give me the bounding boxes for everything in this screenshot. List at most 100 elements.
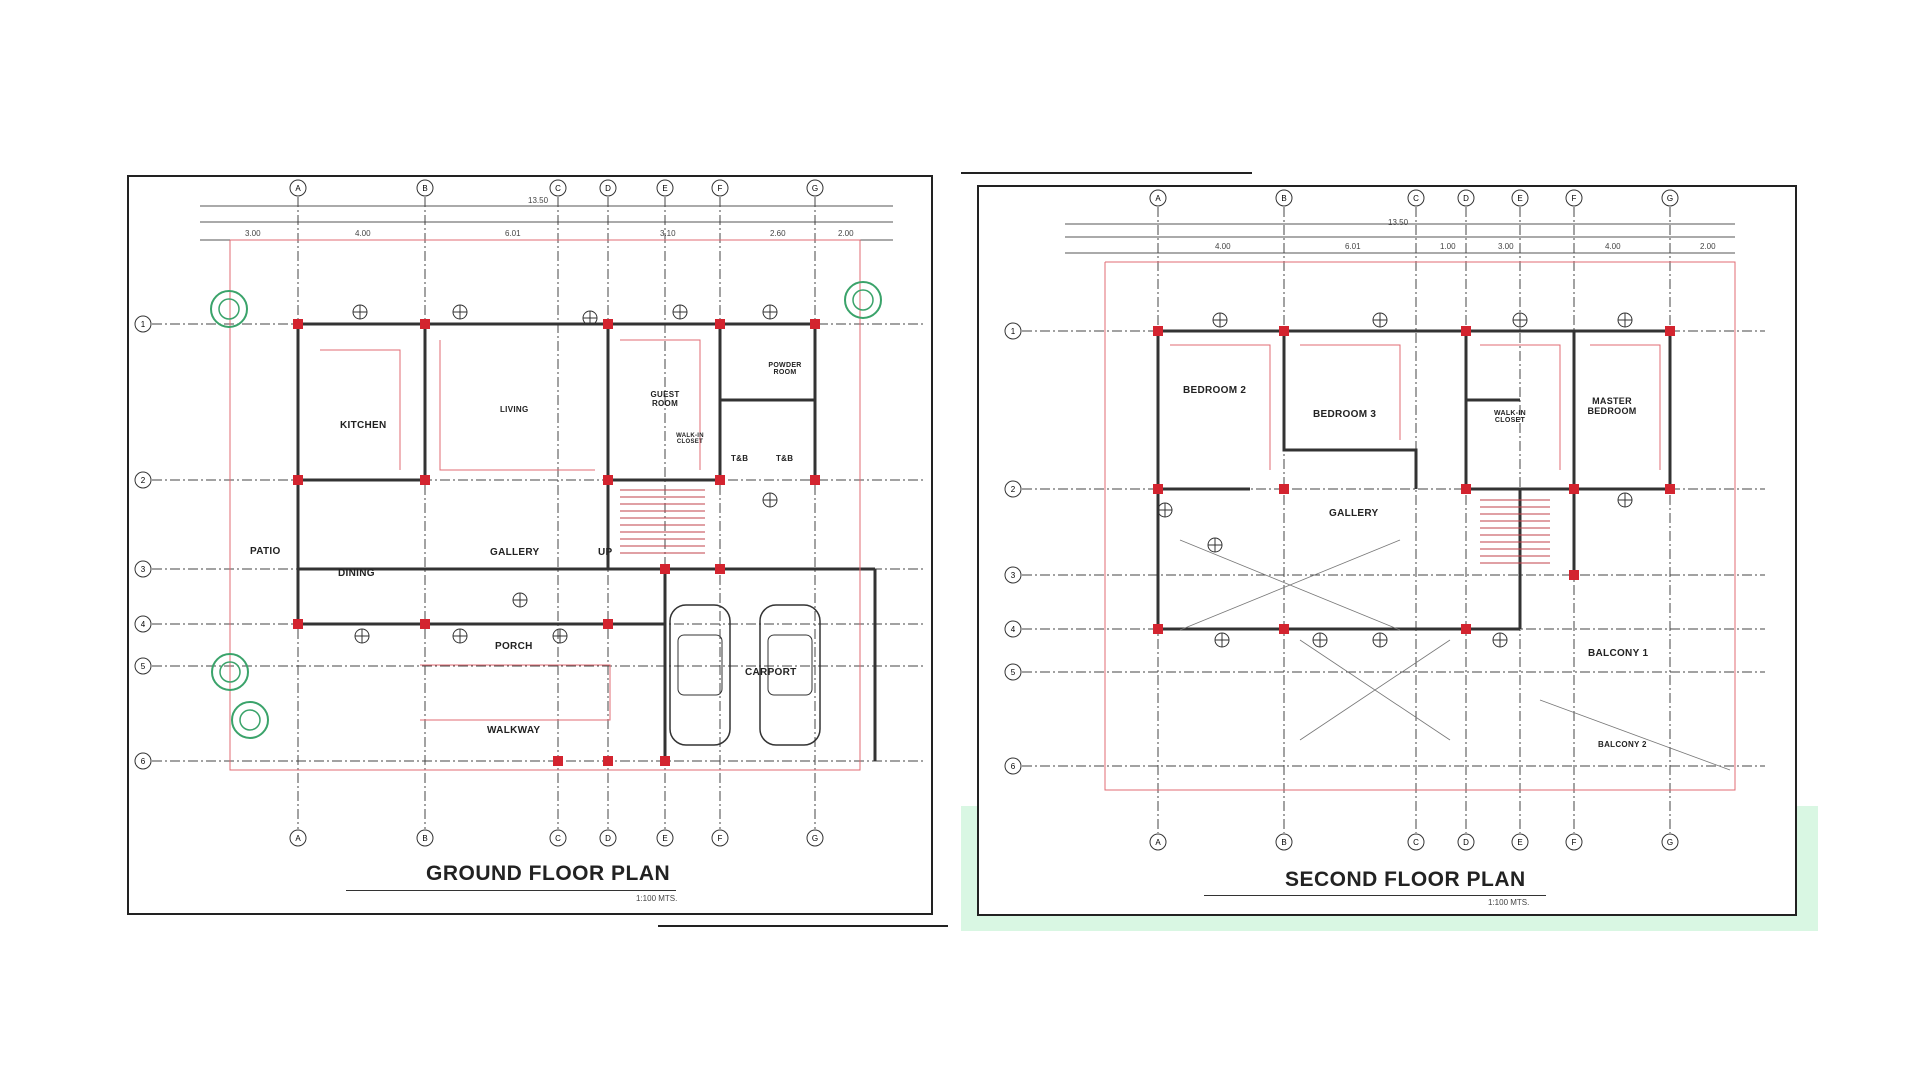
wall [296,324,665,626]
grid-bubble [1457,833,1475,851]
wall [1282,331,1418,489]
grid-label: D [605,184,611,193]
grid-label: A [1155,838,1161,847]
grid-label: D [1463,194,1469,203]
second-title-underline [1204,895,1546,896]
grid-label: G [1667,838,1673,847]
grid-label: B [422,184,427,193]
dimension-label: 2.60 [770,229,786,238]
grid-bubble [1565,189,1583,207]
structural-column [420,475,430,485]
grid-label: 3 [141,565,146,574]
grid-label: D [1463,838,1469,847]
grid-bubble [289,179,307,197]
dimension-label: 4.00 [355,229,371,238]
structural-column [715,475,725,485]
grid-label: G [812,834,818,843]
grid-label: A [295,834,301,843]
room-label-living: LIVING [500,405,529,414]
dimension-label: 1.00 [1440,242,1456,251]
grid-label: 5 [141,662,146,671]
room-label-gallery-2f: GALLERY [1329,508,1379,519]
dimension-label: 3.00 [245,229,261,238]
open-to-below-line [1299,639,1451,741]
structural-column [293,475,303,485]
grid-bubble [806,179,824,197]
grid-bubble [134,315,152,333]
room-label-balcony-1: BALCONY 1 [1588,648,1649,659]
dimension-label: 3.10 [660,229,676,238]
room-label-guest-room: GUEST ROOM [650,390,680,408]
grid-label: B [1281,194,1286,203]
grid-label: 3 [1011,571,1016,580]
wall [606,324,722,482]
grid-bubble [1511,833,1529,851]
grid-label: C [555,184,561,193]
grid-bubble [1407,189,1425,207]
tree-icon [210,290,248,328]
room-label-powder-room: POWDER ROOM [768,362,802,376]
grid-bubble [289,829,307,847]
structural-column [1569,484,1579,494]
grid-label: 4 [141,620,146,629]
grid-label: 6 [1011,762,1016,771]
grid-bubble [1004,566,1022,584]
dimension-label: 4.00 [1215,242,1231,251]
wall [298,324,427,482]
grid-label: D [605,834,611,843]
ground-floor-scale: 1:100 MTS. [636,894,678,903]
grid-label: 2 [141,476,146,485]
grid-bubble [134,471,152,489]
structural-column [1665,326,1675,336]
dimension-label: 4.00 [1605,242,1621,251]
red-outline [1170,344,1271,470]
grid-bubble [1149,833,1167,851]
red-outline [1104,261,1736,791]
red-outline [620,339,701,470]
dimension-label: 3.00 [1498,242,1514,251]
structural-column [553,756,563,766]
room-label-balcony-2: BALCONY 2 [1598,740,1647,749]
dimension-label: 2.00 [1700,242,1716,251]
grid-bubble [134,615,152,633]
grid-bubble [1661,189,1679,207]
tree-icon [211,653,249,691]
structural-column [715,319,725,329]
red-outline [1590,344,1661,470]
grid-bubble [711,179,729,197]
structural-column [420,619,430,629]
room-label-carport: CARPORT [745,667,797,678]
grid-label: C [1413,194,1419,203]
room-label-kitchen: KITCHEN [340,420,387,431]
grid-label: B [422,834,427,843]
structural-column [1569,570,1579,580]
grid-bubble [656,179,674,197]
ground-floor-plan-sheet [127,175,933,915]
room-label-walkin-closet-2f: WALK-IN CLOSET [1493,410,1527,424]
grid-label: E [1517,194,1522,203]
car-icon [669,604,731,746]
room-label-up: UP [598,547,613,558]
red-outline [1480,344,1561,470]
grid-bubble [1004,322,1022,340]
grid-bubble [134,752,152,770]
room-label-patio: PATIO [250,546,281,557]
tree-icon [231,701,269,739]
divider-line-bottom [658,925,948,927]
grid-label: F [1572,194,1577,203]
structural-column [1153,326,1163,336]
open-to-below-line [1539,699,1731,771]
red-outline [439,340,595,471]
grid-bubble [549,829,567,847]
structural-column [293,319,303,329]
room-label-tb-1: T&B [731,454,749,463]
ground-floor-title: GROUND FLOOR PLAN [426,862,671,885]
grid-label: 6 [141,757,146,766]
grid-bubble [134,657,152,675]
structural-column [603,756,613,766]
room-label-walkin-closet: WALK-IN CLOSET [676,433,704,445]
structural-column [1279,484,1289,494]
grid-bubble [1407,833,1425,851]
red-outline [229,239,861,771]
